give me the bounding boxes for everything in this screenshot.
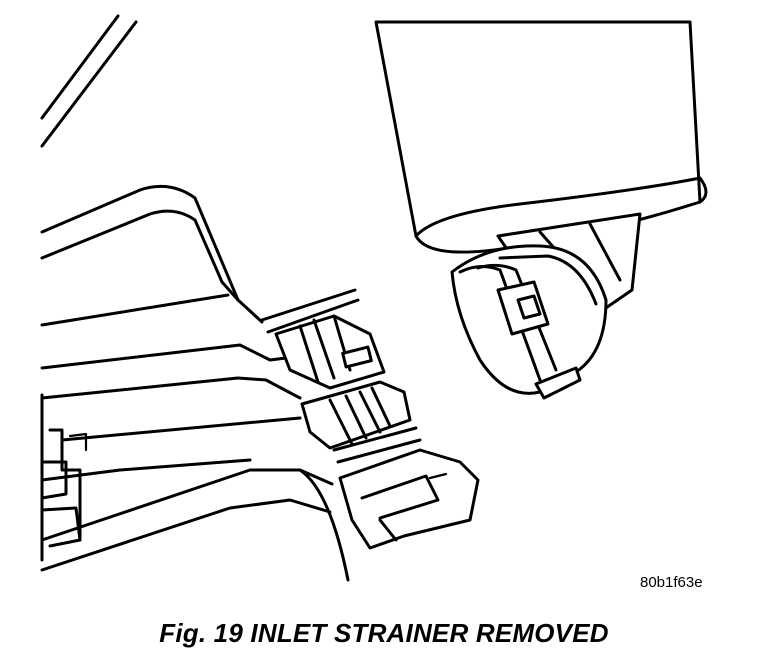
figure-code: 80b1f63e [640, 574, 703, 591]
inlet-strainer-illustration [40, 14, 708, 582]
pump-module-housing [40, 184, 350, 582]
background-diagonal-lines [40, 14, 138, 148]
housing-connector-block [260, 288, 480, 550]
inlet-strainer [374, 20, 708, 400]
figure-caption: Fig. 19 INLET STRAINER REMOVED [159, 618, 609, 648]
